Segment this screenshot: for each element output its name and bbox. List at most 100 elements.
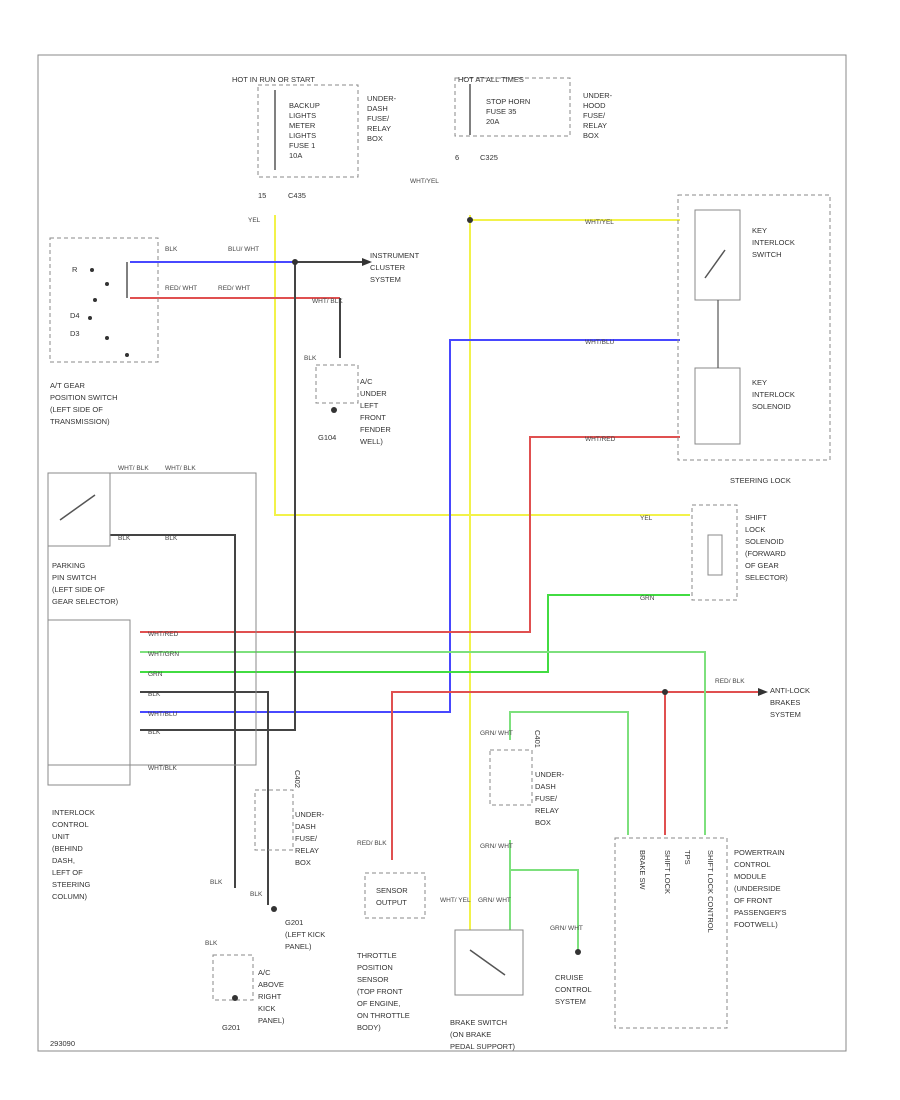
svg-text:RELAY: RELAY [535, 806, 559, 815]
svg-text:RIGHT: RIGHT [258, 992, 282, 1001]
svg-text:BLK: BLK [165, 246, 178, 253]
svg-text:A/C: A/C [258, 968, 271, 977]
svg-text:SYSTEM: SYSTEM [370, 275, 401, 284]
parking-pin-switch: WHT/ BLK WHT/ BLK BLK BLK PARKING PIN SW… [47, 465, 257, 766]
svg-text:WHT/ YEL: WHT/ YEL [440, 897, 471, 904]
svg-text:PIN SWITCH: PIN SWITCH [52, 573, 96, 582]
svg-text:BLK: BLK [118, 535, 131, 542]
svg-text:PEDAL SUPPORT): PEDAL SUPPORT) [450, 1042, 516, 1051]
svg-text:INTERLOCK: INTERLOCK [752, 390, 795, 399]
svg-text:MODULE: MODULE [734, 872, 766, 881]
svg-text:PARKING: PARKING [52, 561, 85, 570]
svg-text:STOP HORN: STOP HORN [486, 97, 530, 106]
wire-grn-pcm [509, 711, 629, 835]
svg-text:TPS: TPS [683, 850, 692, 865]
svg-text:WHT/YEL: WHT/YEL [585, 219, 614, 226]
svg-text:UNDER-: UNDER- [367, 94, 397, 103]
svg-text:WELL): WELL) [360, 437, 383, 446]
splice-blk [292, 259, 298, 265]
throttle-position-sensor: SENSOR OUTPUT RED/ BLK THROTTLE POSITION… [357, 840, 426, 1032]
svg-text:D4: D4 [70, 311, 80, 320]
svg-text:GRN/ WHT: GRN/ WHT [478, 897, 511, 904]
svg-text:COLUMN): COLUMN) [52, 892, 88, 901]
svg-text:LIGHTS: LIGHTS [289, 131, 316, 140]
svg-text:LEFT: LEFT [360, 401, 379, 410]
svg-text:R: R [72, 265, 78, 274]
svg-text:BODY): BODY) [357, 1023, 381, 1032]
fuse-mid-left: C402 UNDER- DASH FUSE/ RELAY BOX BLK BLK [210, 770, 325, 898]
svg-text:FUSE/: FUSE/ [295, 834, 318, 843]
wire-blk-park [110, 534, 236, 888]
svg-text:FUSE 1: FUSE 1 [289, 141, 315, 150]
gear-position-switch: R D4 D3 A/T GEAR POSITION SWITCH (LEFT S… [49, 237, 343, 426]
svg-text:FUSE/: FUSE/ [367, 114, 390, 123]
svg-text:POSITION SWITCH: POSITION SWITCH [50, 393, 118, 402]
svg-text:SHIFT LOCK: SHIFT LOCK [663, 850, 672, 894]
diagram-frame [37, 54, 847, 1052]
svg-text:BLK: BLK [304, 355, 317, 362]
svg-text:OF ENGINE,: OF ENGINE, [357, 999, 400, 1008]
wire-blk-unit [140, 691, 269, 905]
svg-text:WHT/RED: WHT/RED [585, 436, 616, 443]
svg-text:6: 6 [455, 153, 459, 162]
svg-text:CRUISE: CRUISE [555, 973, 583, 982]
svg-text:SENSOR: SENSOR [357, 975, 389, 984]
wire-red-blk-abs [391, 691, 760, 860]
svg-text:STEERING: STEERING [52, 880, 91, 889]
svg-text:(LEFT KICK: (LEFT KICK [285, 930, 325, 939]
svg-text:OF GEAR: OF GEAR [745, 561, 779, 570]
svg-text:(ON BRAKE: (ON BRAKE [450, 1030, 491, 1039]
svg-text:10A: 10A [289, 151, 302, 160]
anti-lock-brakes: RED/ BLK ANTI-LOCK BRAKES SYSTEM [662, 678, 810, 719]
svg-text:THROTTLE: THROTTLE [357, 951, 397, 960]
svg-text:INSTRUMENT: INSTRUMENT [370, 251, 420, 260]
svg-text:BLK: BLK [148, 691, 161, 698]
svg-text:KICK: KICK [258, 1004, 276, 1013]
svg-text:BOX: BOX [535, 818, 551, 827]
svg-text:WHT/ BLK: WHT/ BLK [312, 298, 343, 305]
svg-text:METER: METER [289, 121, 316, 130]
wire-grn-cruise [510, 869, 579, 950]
svg-text:RELAY: RELAY [367, 124, 391, 133]
svg-text:15: 15 [258, 191, 266, 200]
svg-text:(TOP FRONT: (TOP FRONT [357, 987, 403, 996]
svg-text:CONTROL: CONTROL [555, 985, 592, 994]
svg-text:UNDER-: UNDER- [535, 770, 565, 779]
splice-yel [467, 217, 473, 223]
svg-text:ABOVE: ABOVE [258, 980, 284, 989]
svg-text:DASH: DASH [535, 782, 556, 791]
svg-text:LEFT OF: LEFT OF [52, 868, 83, 877]
svg-text:FUSE/: FUSE/ [535, 794, 558, 803]
svg-text:C401: C401 [533, 730, 542, 748]
svg-text:GRN: GRN [640, 595, 655, 602]
svg-text:BLK: BLK [250, 891, 263, 898]
svg-text:(LEFT SIDE OF: (LEFT SIDE OF [50, 405, 103, 414]
wire-wht-grn [140, 651, 706, 835]
svg-text:GRN: GRN [148, 671, 163, 678]
svg-text:HOT AT ALL TIMES: HOT AT ALL TIMES [458, 75, 524, 84]
svg-text:YEL: YEL [248, 217, 261, 224]
svg-text:UNDER-: UNDER- [583, 91, 613, 100]
svg-text:RED/ BLK: RED/ BLK [715, 678, 745, 685]
svg-text:LOCK: LOCK [745, 525, 765, 534]
svg-text:ANTI-LOCK: ANTI-LOCK [770, 686, 810, 695]
svg-text:SYSTEM: SYSTEM [770, 710, 801, 719]
ground-g201b: BLK A/C ABOVE RIGHT KICK PANEL) G201 [205, 940, 285, 1032]
brake-switch: WHT/ YEL GRN/ WHT BRAKE SWITCH (ON BRAKE… [440, 897, 524, 1051]
wire-wht-red [140, 436, 680, 633]
svg-text:CONTROL: CONTROL [734, 860, 771, 869]
svg-text:A/C: A/C [360, 377, 373, 386]
cruise-control: GRN/ WHT CRUISE CONTROL SYSTEM [550, 925, 592, 1006]
svg-text:WHT/ BLK: WHT/ BLK [118, 465, 149, 472]
svg-text:POSITION: POSITION [357, 963, 393, 972]
svg-text:FENDER: FENDER [360, 425, 391, 434]
ground-g104: BLK G104 A/C UNDER LEFT FRONT FENDER WEL… [304, 355, 391, 446]
svg-text:HOOD: HOOD [583, 101, 606, 110]
svg-text:PANEL): PANEL) [258, 1016, 285, 1025]
wire-blk-gear [140, 262, 296, 731]
svg-text:D3: D3 [70, 329, 80, 338]
svg-text:RED/ BLK: RED/ BLK [357, 840, 387, 847]
svg-text:BRAKES: BRAKES [770, 698, 800, 707]
svg-text:WHT/GRN: WHT/GRN [148, 651, 179, 658]
